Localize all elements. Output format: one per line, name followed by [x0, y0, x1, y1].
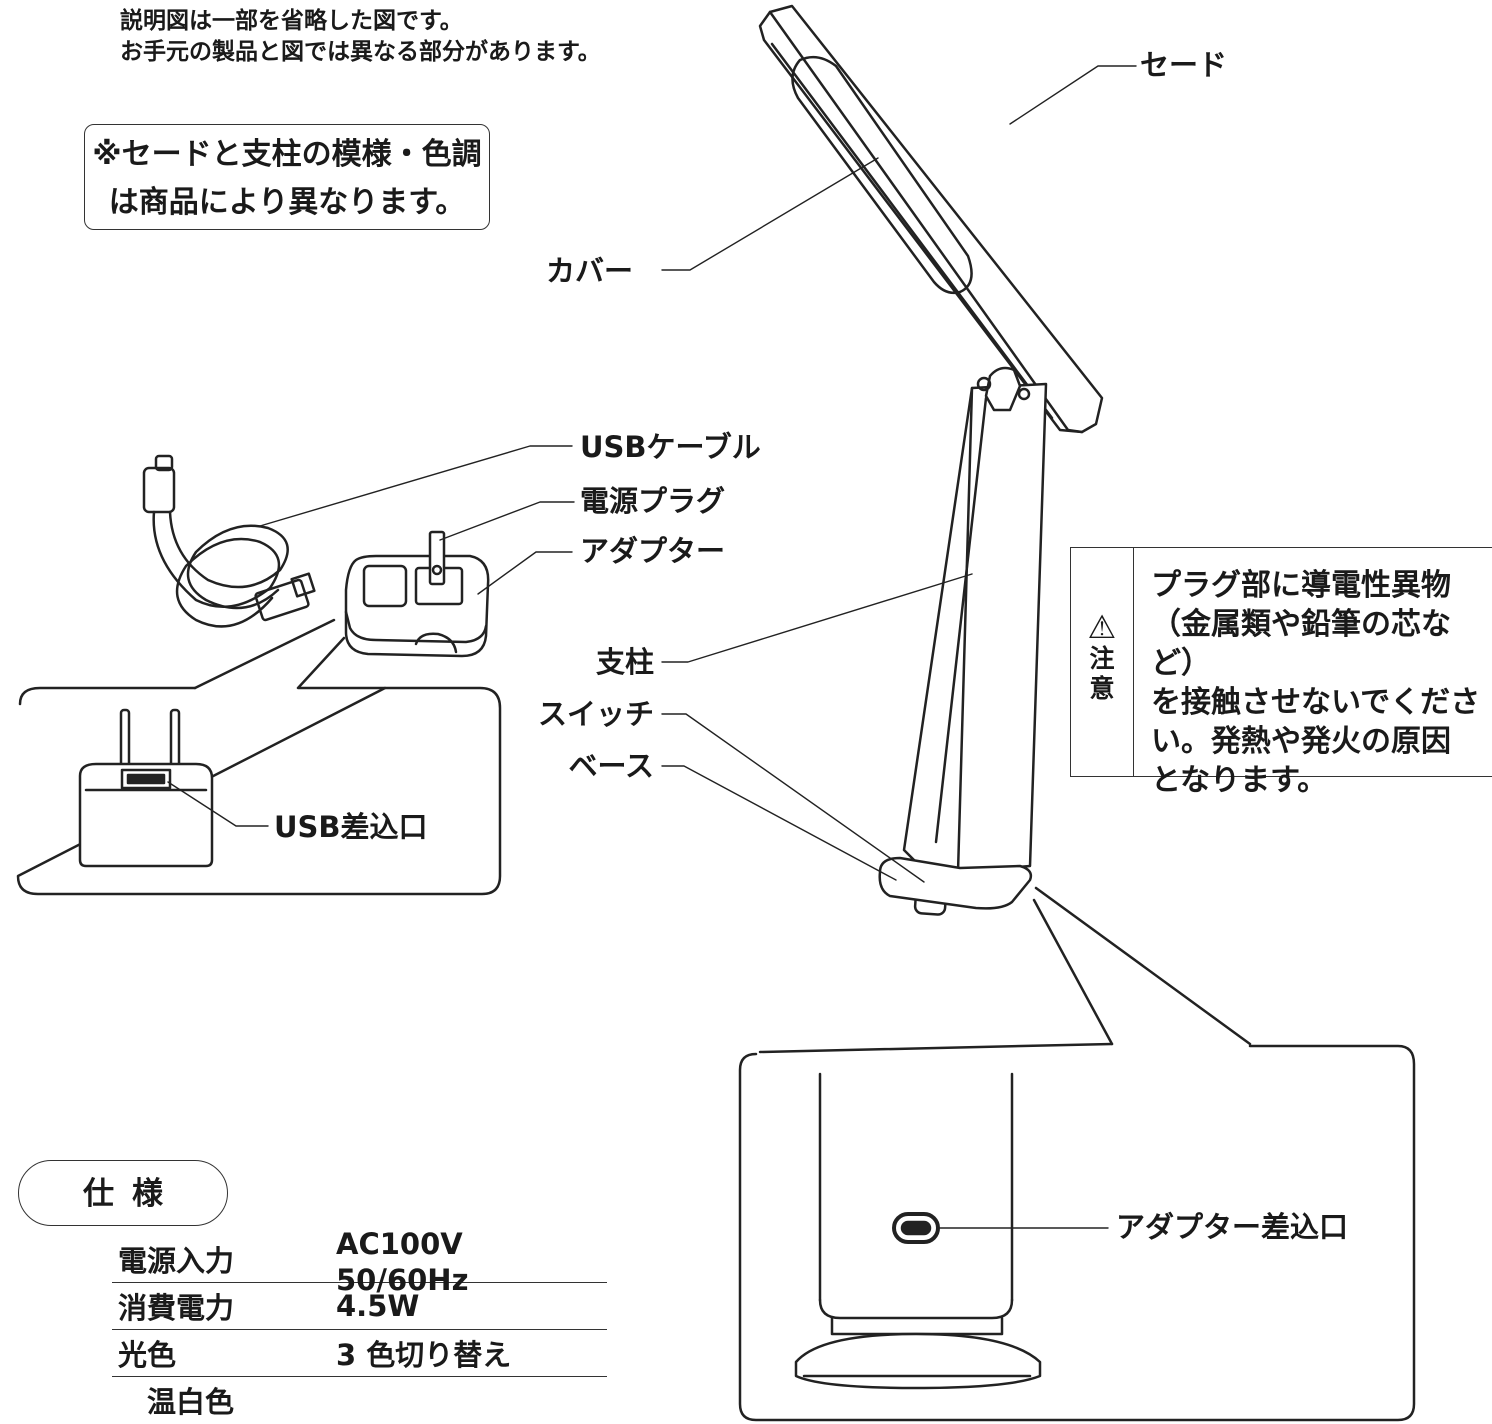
label-shade: セード	[1140, 48, 1228, 82]
leader-lines	[167, 65, 1137, 1229]
intro-line-1: 説明図は一部を省略した図です。	[120, 8, 463, 34]
note-line-2: は商品により異なります。	[108, 185, 466, 220]
label-usb-port: USB差込口	[274, 810, 428, 844]
base-closeup-callout	[738, 886, 1416, 1422]
caution-box: ⚠ 注 意 プラグ部に導電性異物 （金属類や鉛筆の芯など） を接触させないでくだ…	[1070, 547, 1492, 798]
usb-cable-illustration	[142, 454, 316, 628]
spec-key: 電源入力	[118, 1244, 235, 1278]
warning-triangle-icon: ⚠	[1087, 608, 1117, 646]
spec-row: 消費電力 4.5W	[112, 1283, 607, 1330]
spec-row: 電源入力 AC100V 50/60Hz	[112, 1227, 607, 1297]
intro-line-2: お手元の製品と図では異なる部分があります。	[120, 39, 601, 65]
adapter-closeup-callout	[16, 618, 502, 896]
spec-heading: 仕様	[18, 1160, 228, 1226]
label-switch: スイッチ	[537, 697, 654, 731]
label-power-plug: 電源プラグ	[580, 484, 726, 518]
caution-char-1: 注	[1089, 644, 1115, 673]
caution-line: となります。	[1151, 763, 1328, 798]
caution-text: プラグ部に導電性異物 （金属類や鉛筆の芯など） を接触させないでくださ い。発熱…	[1151, 566, 1486, 800]
spec-value: 4.5W	[336, 1289, 420, 1323]
spec-row: 光色 3 色切り替え	[112, 1330, 607, 1377]
label-adapter-port: アダプター差込口	[1116, 1210, 1349, 1244]
spec-value: AC100V 50/60Hz	[336, 1227, 492, 1297]
label-base: ベース	[568, 749, 654, 783]
caution-line: （金属類や鉛筆の芯など）	[1151, 607, 1451, 681]
spec-key: 光色	[118, 1338, 177, 1372]
label-pole: 支柱	[595, 645, 654, 679]
caution-line: い。発熱や発火の原因	[1151, 724, 1451, 759]
adapter-illustration	[344, 530, 490, 658]
caution-side: ⚠ 注 意	[1071, 548, 1134, 776]
caution-char-2: 意	[1089, 674, 1115, 703]
spec-key: 消費電力	[118, 1291, 235, 1325]
caution-line: を接触させないでくださ	[1151, 685, 1481, 720]
label-adapter: アダプター	[580, 534, 726, 568]
caution-line: プラグ部に導電性異物	[1151, 568, 1451, 603]
note-box: ※セードと支柱の模様・色調 は商品により異なります。	[84, 124, 490, 230]
spec-key: 温白色	[118, 1385, 235, 1419]
label-usb-cable: USBケーブル	[580, 430, 761, 464]
base-illustration	[878, 856, 1033, 910]
label-cover: カバー	[546, 254, 634, 288]
shade-illustration	[758, 4, 1104, 434]
pole-illustration	[902, 366, 1048, 916]
note-line-1: ※セードと支柱の模様・色調	[92, 137, 482, 172]
spec-row: 温白色	[112, 1377, 607, 1423]
spec-table: 電源入力 AC100V 50/60Hz 消費電力 4.5W 光色 3 色切り替え…	[112, 1227, 607, 1423]
spec-value: 3 色切り替え	[336, 1338, 512, 1372]
intro-text: 説明図は一部を省略した図です。 お手元の製品と図では異なる部分があります。	[120, 6, 601, 68]
